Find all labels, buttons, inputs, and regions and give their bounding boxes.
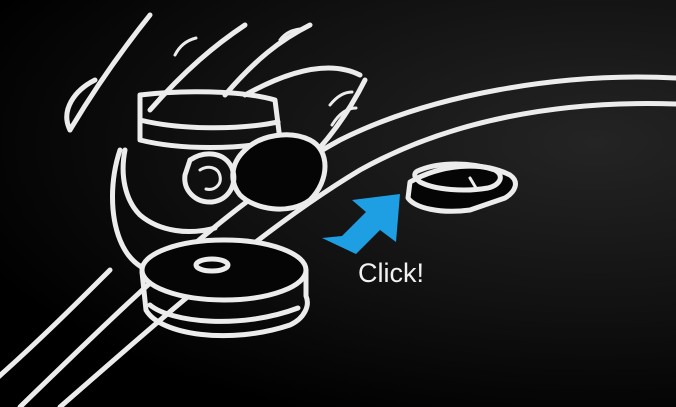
tracker-puck-icon xyxy=(142,240,307,336)
arrow-icon xyxy=(322,194,400,254)
hand-icon xyxy=(67,15,365,273)
clip-mount-icon xyxy=(408,164,515,211)
click-callout-label: Click! xyxy=(358,258,424,289)
